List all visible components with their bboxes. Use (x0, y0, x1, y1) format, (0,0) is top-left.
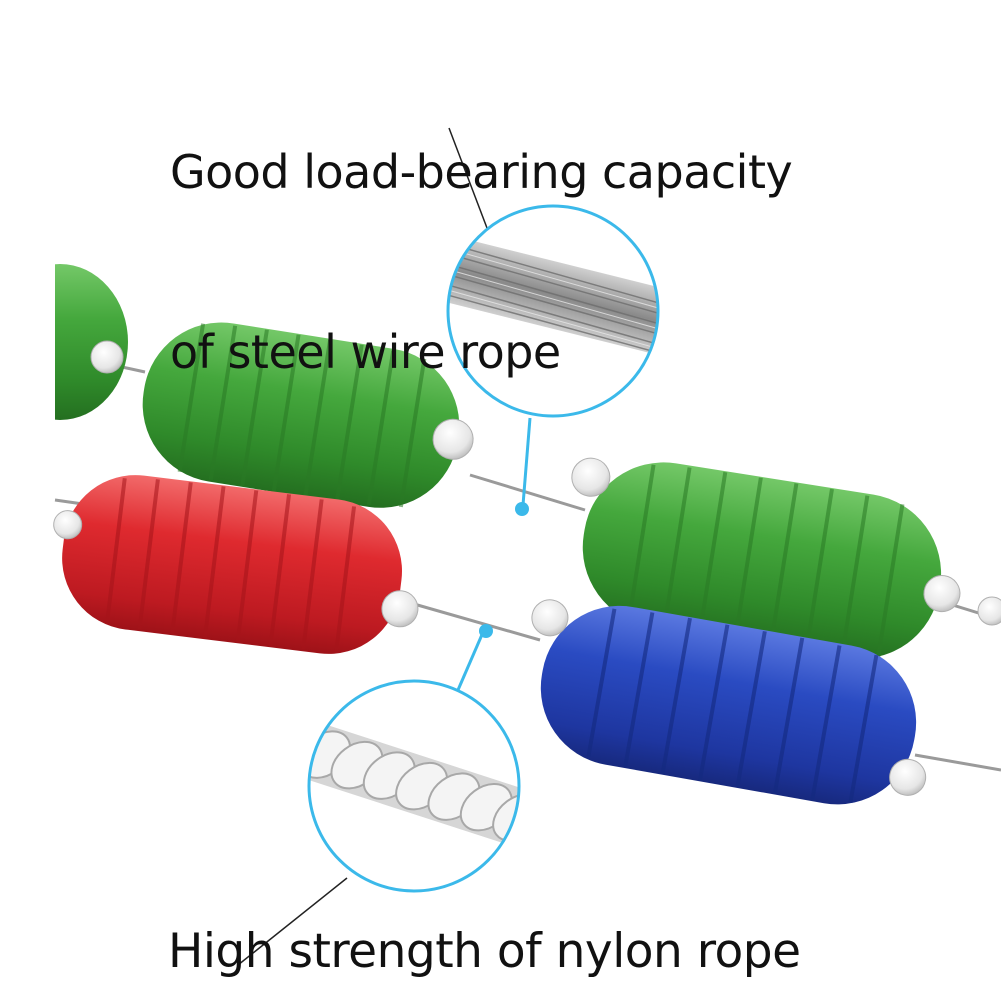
steel-wire-caption-line2: of steel wire rope (170, 325, 561, 379)
green-float-partial (0, 250, 128, 440)
steel-wire-caption-line1: Good load-bearing capacity (170, 145, 793, 199)
nylon-rope-caption: High strength of nylon rope (168, 924, 801, 979)
blue-float (531, 599, 927, 805)
green-float-right (571, 457, 961, 659)
steel-wire-caption: Good load-bearing capacity of steel wire… (170, 22, 793, 502)
nylon-rope-callout (237, 624, 521, 966)
steel-wire-rope-closeup-icon (448, 206, 658, 416)
red-float (53, 475, 419, 654)
steel-wire-callout (446, 127, 660, 516)
green-float-upper (142, 322, 474, 508)
